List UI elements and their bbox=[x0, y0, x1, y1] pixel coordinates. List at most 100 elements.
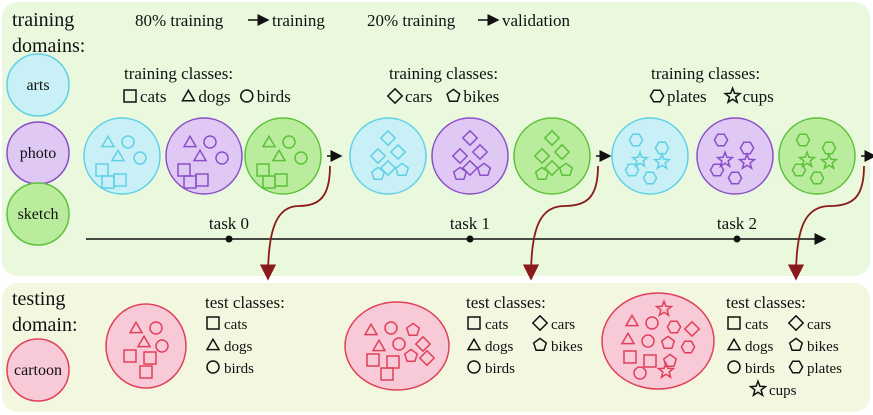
test-set-2-heading: test classes: bbox=[726, 293, 806, 312]
birds-legend-icon bbox=[240, 89, 254, 103]
hexagon-sample-icon bbox=[809, 171, 825, 185]
diamond-sample-icon bbox=[379, 129, 397, 147]
task-2-classes-heading: training classes: bbox=[651, 64, 760, 83]
triangle-test-sample-icon bbox=[128, 320, 144, 334]
circle-sample-icon bbox=[121, 135, 135, 149]
hexagon-sample-icon bbox=[628, 133, 644, 147]
task-0-arts-cluster bbox=[83, 117, 161, 195]
plates-test-legend-icon bbox=[788, 360, 804, 374]
pentagon-sample-icon bbox=[394, 162, 410, 177]
task-1-class-cars: cars bbox=[405, 87, 432, 106]
test-set-2-class-bikes: bikes bbox=[807, 339, 839, 355]
cups-legend-icon bbox=[723, 86, 743, 105]
test-set-1-class-birds: birds bbox=[485, 361, 515, 377]
star-test-sample-icon bbox=[654, 299, 674, 318]
square-test-sample-icon bbox=[139, 365, 153, 379]
domain-sketch-circle bbox=[6, 182, 70, 246]
pentagon-test-sample-icon bbox=[403, 348, 419, 363]
task-2-sketch-cluster bbox=[778, 117, 856, 195]
hexagon-sample-icon bbox=[624, 163, 640, 177]
split-train-target: training bbox=[272, 11, 325, 30]
pentagon-sample-icon bbox=[476, 162, 492, 177]
test-set-2-class-cars: cars bbox=[807, 317, 831, 333]
cluster-circle bbox=[349, 117, 427, 195]
cats-test-legend-icon bbox=[727, 316, 741, 330]
triangle-test-sample-icon bbox=[363, 322, 379, 336]
circle-sample-icon bbox=[215, 151, 229, 165]
hexagon-sample-icon bbox=[642, 171, 658, 185]
bikes-legend-icon bbox=[446, 88, 461, 103]
cluster-circle bbox=[778, 117, 856, 195]
test-cluster-ellipse bbox=[344, 301, 450, 391]
circle-test-sample-icon bbox=[645, 316, 659, 330]
cats-test-legend-icon bbox=[206, 316, 220, 330]
circle-test-sample-icon bbox=[641, 334, 655, 348]
diamond-sample-icon bbox=[379, 159, 397, 177]
bikes-test-legend-icon bbox=[788, 337, 804, 352]
split-val-text: 20% training bbox=[367, 11, 456, 30]
star-sample-icon bbox=[652, 152, 672, 171]
test-set-2-class-dogs: dogs bbox=[745, 339, 774, 355]
star-test-sample-icon bbox=[656, 361, 676, 380]
training-heading-line2: domains: bbox=[12, 35, 85, 57]
cars-test-legend-icon bbox=[531, 314, 549, 332]
task-0-classes-heading: training classes: bbox=[124, 64, 233, 83]
test-set-0-class-cats: cats bbox=[224, 317, 247, 333]
circle-test-sample-icon bbox=[392, 337, 406, 351]
task-0-label: task 0 bbox=[209, 214, 249, 233]
task-2-dot bbox=[733, 235, 741, 243]
domain-cartoon-circle bbox=[6, 338, 70, 402]
domain-sketch-label: sketch bbox=[18, 206, 59, 223]
circle-sample-icon bbox=[203, 135, 217, 149]
task-marks: task 0 task 1 task 2 bbox=[209, 214, 757, 243]
hexagon-sample-icon bbox=[713, 133, 729, 147]
task-1-sketch-cluster bbox=[513, 117, 591, 195]
diamond-sample-icon bbox=[461, 159, 479, 177]
evaluation-arrows bbox=[259, 165, 865, 281]
test-set-1-class-cats: cats bbox=[485, 317, 508, 333]
cluster-circle bbox=[431, 117, 509, 195]
task-1-arts-cluster bbox=[349, 117, 427, 195]
hexagon-sample-icon bbox=[739, 141, 755, 155]
task-0-dot bbox=[225, 235, 233, 243]
hexagon-sample-icon bbox=[821, 141, 837, 155]
dogs-test-legend-icon bbox=[205, 337, 221, 351]
diamond-sample-icon bbox=[389, 143, 407, 161]
cars-test-legend-icon bbox=[787, 314, 805, 332]
task-2-eval-arrow bbox=[787, 165, 865, 281]
task-2-label: task 2 bbox=[717, 214, 757, 233]
bikes-test-legend-icon bbox=[532, 337, 548, 352]
hexagon-test-sample-icon bbox=[680, 340, 696, 354]
triangle-sample-icon bbox=[192, 148, 208, 162]
testing-heading-line1: testing bbox=[12, 288, 65, 310]
circle-test-sample-icon bbox=[384, 321, 398, 335]
hexagon-sample-icon bbox=[795, 133, 811, 147]
pentagon-test-sample-icon bbox=[405, 322, 421, 337]
task-2-class-plates: plates bbox=[667, 87, 707, 106]
triangle-sample-icon bbox=[182, 134, 198, 148]
square-test-sample-icon bbox=[643, 354, 657, 368]
square-sample-icon bbox=[262, 175, 276, 189]
test-set-0-class-dogs: dogs bbox=[224, 339, 253, 355]
task-1-dot bbox=[466, 235, 474, 243]
training-sample-clusters bbox=[83, 117, 873, 195]
task-2-class-cups: cups bbox=[743, 87, 774, 106]
test-set-2-class-birds: birds bbox=[745, 361, 775, 377]
task-2-arts-cluster bbox=[611, 117, 689, 195]
cats-legend-icon bbox=[123, 89, 137, 103]
hexagon-test-sample-icon bbox=[666, 320, 682, 334]
task-1-label: task 1 bbox=[450, 214, 490, 233]
pentagon-test-sample-icon bbox=[660, 335, 676, 350]
domain-arts-label: arts bbox=[26, 77, 49, 94]
hexagon-sample-icon bbox=[654, 141, 670, 155]
square-test-sample-icon bbox=[143, 351, 157, 365]
test-set-1-heading: test classes: bbox=[466, 293, 546, 312]
triangle-test-sample-icon bbox=[620, 331, 636, 345]
test-set-1-class-cars: cars bbox=[551, 317, 575, 333]
training-heading-line1: training bbox=[12, 9, 74, 31]
task-0-class-dogs: dogs bbox=[198, 87, 230, 106]
